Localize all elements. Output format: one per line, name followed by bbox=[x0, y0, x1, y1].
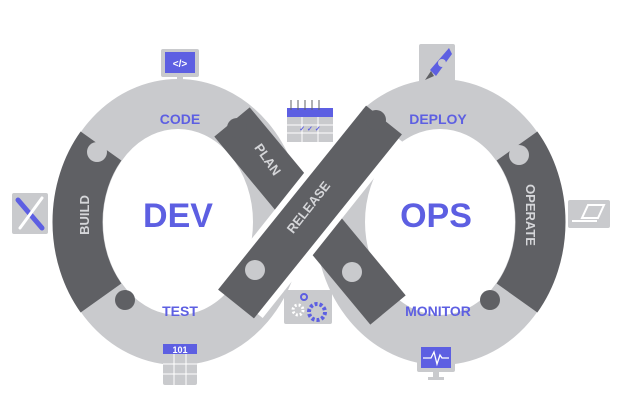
puzzle-knob bbox=[480, 290, 500, 310]
puzzle-knob bbox=[366, 110, 386, 130]
laptop-icon bbox=[568, 200, 610, 228]
svg-text:</>: </> bbox=[173, 59, 188, 70]
monitor-waveform-icon bbox=[417, 344, 455, 380]
svg-text:101: 101 bbox=[172, 345, 187, 355]
puzzle-knob bbox=[227, 118, 247, 138]
deploy-label: DEPLOY bbox=[409, 111, 467, 127]
test-table-icon: 101 bbox=[163, 344, 197, 385]
dev-label: DEV bbox=[143, 197, 213, 235]
calendar-icon: ✓ ✓ ✓ bbox=[287, 100, 333, 142]
build-segment bbox=[52, 131, 122, 313]
puzzle-knob bbox=[87, 142, 107, 162]
gears-icon bbox=[284, 290, 332, 324]
monitor-label: MONITOR bbox=[405, 303, 471, 319]
build-label: BUILD bbox=[77, 195, 92, 235]
puzzle-knob bbox=[342, 262, 362, 282]
tools-icon bbox=[12, 193, 48, 234]
rocket-icon bbox=[419, 44, 455, 84]
puzzle-knob bbox=[245, 260, 265, 280]
puzzle-knob bbox=[115, 290, 135, 310]
operate-segment bbox=[496, 131, 566, 313]
ops-label: OPS bbox=[400, 197, 472, 235]
code-label: CODE bbox=[160, 111, 200, 127]
code-monitor-icon: </> bbox=[161, 49, 199, 85]
operate-label: OPERATE bbox=[523, 184, 538, 246]
puzzle-knob bbox=[509, 145, 529, 165]
test-label: TEST bbox=[162, 303, 198, 319]
svg-text:✓ ✓ ✓: ✓ ✓ ✓ bbox=[299, 126, 321, 133]
